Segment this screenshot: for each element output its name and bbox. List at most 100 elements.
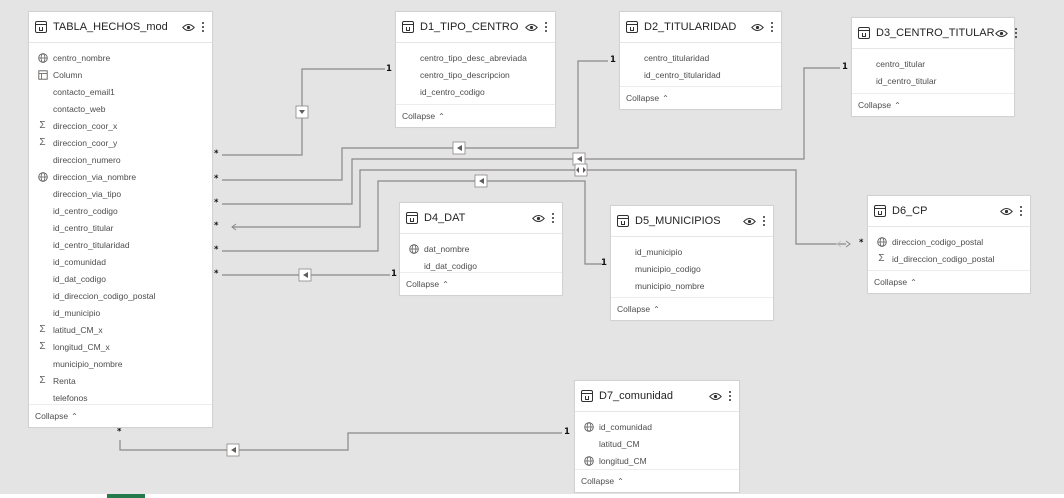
- field-row[interactable]: centro_titularidad: [620, 49, 781, 66]
- field-row[interactable]: id_municipio: [611, 243, 773, 260]
- collapse-button[interactable]: Collapse⌃: [611, 297, 773, 320]
- field-row[interactable]: id_centro_titular: [852, 72, 1014, 89]
- field-name: id_direccion_codigo_postal: [892, 253, 995, 264]
- more-options-icon[interactable]: [769, 21, 775, 33]
- collapse-button[interactable]: Collapse⌃: [852, 93, 1014, 116]
- visibility-eye-icon[interactable]: [1000, 206, 1014, 216]
- field-row[interactable]: id_comunidad: [29, 253, 212, 270]
- field-row[interactable]: id_centro_titularidad: [29, 236, 212, 253]
- one-marker: 1: [391, 269, 397, 279]
- collapse-label: Collapse: [626, 93, 660, 103]
- more-options-icon[interactable]: [1013, 27, 1019, 39]
- table-header[interactable]: D2_TITULARIDAD: [620, 12, 781, 43]
- field-row[interactable]: dat_nombre: [400, 240, 562, 257]
- visibility-eye-icon[interactable]: [994, 28, 1009, 38]
- field-row[interactable]: longitud_CM: [575, 452, 739, 469]
- blank-icon: [619, 246, 630, 257]
- visibility-eye-icon[interactable]: [525, 22, 539, 32]
- collapse-button[interactable]: Collapse⌃: [575, 469, 739, 492]
- field-row[interactable]: municipio_nombre: [611, 277, 773, 294]
- field-row[interactable]: municipio_codigo: [611, 260, 773, 277]
- collapse-button[interactable]: Collapse⌃: [396, 104, 555, 127]
- collapse-label: Collapse: [35, 411, 69, 421]
- field-row[interactable]: Column: [29, 66, 212, 83]
- table-card-d2[interactable]: D2_TITULARIDAD centro_titularidad id_centr…: [619, 11, 782, 110]
- field-row[interactable]: id_centro_titular: [29, 219, 212, 236]
- field-row[interactable]: direccion_via_nombre: [29, 168, 212, 185]
- table-header[interactable]: D1_TIPO_CENTRO: [396, 12, 555, 43]
- blank-icon: [37, 358, 48, 369]
- field-row[interactable]: id_direccion_codigo_postal: [29, 287, 212, 304]
- field-name: id_centro_titularidad: [644, 69, 721, 80]
- field-row[interactable]: id_municipio: [29, 304, 212, 321]
- field-name: id_centro_titular: [53, 222, 114, 233]
- field-row[interactable]: id_dat_codigo: [29, 270, 212, 287]
- collapse-button[interactable]: Collapse⌃: [868, 270, 1030, 293]
- field-row[interactable]: centro_nombre: [29, 49, 212, 66]
- more-options-icon[interactable]: [1018, 205, 1024, 217]
- collapse-button[interactable]: Collapse⌃: [29, 404, 212, 427]
- field-row[interactable]: direccion_codigo_postal: [868, 233, 1030, 250]
- field-row[interactable]: municipio_nombre: [29, 355, 212, 372]
- field-row[interactable]: centro_tipo_descripcion: [396, 66, 555, 83]
- visibility-eye-icon[interactable]: [751, 22, 765, 32]
- table-header[interactable]: D5_MUNICIPIOS: [611, 206, 773, 237]
- field-row[interactable]: centro_tipo_desc_abreviada: [396, 49, 555, 66]
- many-marker: *: [214, 245, 219, 255]
- field-row[interactable]: direccion_numero: [29, 151, 212, 168]
- table-header[interactable]: D3_CENTRO_TITULAR: [852, 18, 1017, 49]
- field-row[interactable]: id_centro_codigo: [396, 83, 555, 100]
- table-icon: [874, 205, 886, 217]
- visibility-eye-icon[interactable]: [532, 213, 546, 223]
- one-marker: 1: [842, 62, 848, 72]
- field-row[interactable]: id_dat_codigo: [400, 257, 562, 274]
- field-row[interactable]: contacto_email1: [29, 83, 212, 100]
- field-row[interactable]: centro_titular: [852, 55, 1014, 72]
- table-header[interactable]: D4_DAT: [400, 203, 562, 234]
- visibility-eye-icon[interactable]: [182, 22, 196, 32]
- field-name: centro_nombre: [53, 52, 111, 63]
- more-options-icon[interactable]: [543, 21, 549, 33]
- field-name: id_centro_titular: [876, 75, 937, 86]
- field-row[interactable]: telefonos: [29, 389, 212, 406]
- visibility-eye-icon[interactable]: [743, 216, 757, 226]
- collapse-button[interactable]: Collapse⌃: [620, 86, 781, 109]
- table-header[interactable]: D6_CP: [868, 196, 1030, 227]
- filter-direction-left-icon: [577, 156, 582, 162]
- field-row[interactable]: direccion_via_tipo: [29, 185, 212, 202]
- collapse-button[interactable]: Collapse⌃: [400, 272, 562, 295]
- table-title: D4_DAT: [424, 212, 466, 224]
- field-row[interactable]: id_centro_codigo: [29, 202, 212, 219]
- table-card-d1[interactable]: D1_TIPO_CENTRO centro_tipo_desc_abreviada…: [395, 11, 556, 128]
- chevron-up-icon: ⌃: [71, 411, 78, 421]
- field-row[interactable]: id_centro_titularidad: [620, 66, 781, 83]
- visibility-eye-icon[interactable]: [709, 391, 723, 401]
- field-row[interactable]: id_comunidad: [575, 418, 739, 435]
- active-page-tab[interactable]: [107, 494, 145, 498]
- more-options-icon[interactable]: [550, 212, 556, 224]
- blank-icon: [408, 260, 419, 271]
- table-title: D6_CP: [892, 205, 928, 217]
- more-options-icon[interactable]: [200, 21, 206, 33]
- field-row[interactable]: latitud_CM: [575, 435, 739, 452]
- sigma-icon: Σ: [39, 324, 46, 335]
- table-header[interactable]: TABLA_HECHOS_mod: [29, 12, 212, 43]
- field-row[interactable]: contacto_web: [29, 100, 212, 117]
- table-header[interactable]: D7_comunidad: [575, 381, 739, 412]
- more-options-icon[interactable]: [761, 215, 767, 227]
- table-card-d3[interactable]: D3_CENTRO_TITULAR centro_titular id_centro…: [851, 17, 1017, 117]
- filter-direction-left-icon: [231, 447, 236, 453]
- more-options-icon[interactable]: [727, 390, 733, 402]
- blank-icon: [628, 69, 639, 80]
